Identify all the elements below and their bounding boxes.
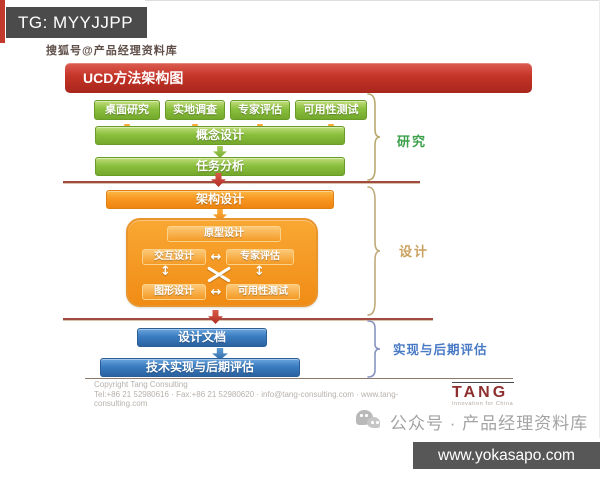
expert-evaluation-inner-box: 专家评估 (226, 249, 294, 265)
stage-label-implementation: 实现与后期评估 (393, 343, 488, 357)
research-brace-icon (366, 93, 382, 181)
tang-logo-text: TANG (452, 384, 509, 401)
vertical-double-arrow-icon: ↕ (254, 264, 265, 279)
concept-design-bar: 概念设计 (95, 126, 345, 145)
design-brace-icon (366, 186, 382, 316)
tang-logo-tagline: Innovation for China (452, 401, 514, 407)
expert-evaluation-box: 专家评估 (230, 100, 290, 120)
tg-watermark-banner: TG: MYYJJPP (6, 7, 148, 38)
field-survey-box: 实地调查 (165, 100, 225, 120)
copyright-line: consulting.com (94, 399, 148, 408)
site-url-banner: www.yokasapo.com (413, 442, 600, 469)
prototype-design-box: 原型设计 (167, 226, 281, 242)
tech-implementation-bar: 技术实现与后期评估 (100, 358, 300, 377)
desk-research-box: 桌面研究 (94, 100, 160, 120)
interaction-design-box: 交互设计 (142, 249, 206, 265)
footer-divider (85, 378, 513, 379)
design-document-bar: 设计文档 (137, 328, 267, 347)
souhu-credit: 搜狐号@产品经理资料库 (46, 45, 178, 57)
usability-test-box: 可用性测试 (295, 100, 367, 120)
photo-frame-top (145, 0, 600, 1)
tang-logo: TANG Innovation for China (452, 382, 522, 407)
diagram-title: UCD方法架构图 (65, 63, 532, 93)
red-accent-strip (0, 0, 5, 43)
graphic-design-box: 图形设计 (142, 284, 206, 300)
usability-test-inner-box: 可用性测试 (226, 284, 300, 300)
prototype-iteration-container: 原型设计 交互设计 专家评估 图形设计 可用性测试 ↔ ↔ ↕ ↕ (126, 218, 318, 307)
horizontal-double-arrow-icon: ↔ (210, 250, 222, 265)
copyright-line: Tel:+86 21 52980616 · Fax:+86 21 5298062… (94, 389, 399, 399)
copyright-line: Copyright Tang Consulting (94, 380, 188, 389)
wechat-account-label: 公众号 · 产品经理资料库 (390, 414, 589, 433)
down-arrow-icon (208, 310, 223, 324)
vertical-double-arrow-icon: ↕ (160, 264, 171, 279)
wechat-icon (356, 410, 383, 433)
tang-logo-rule (452, 382, 514, 383)
copyright-block: Copyright Tang Consulting Tel:+86 21 529… (94, 380, 424, 409)
stage-label-design: 设计 (399, 244, 430, 259)
wechat-account-row: 公众号 · 产品经理资料库 (356, 409, 588, 434)
architecture-design-bar: 架构设计 (106, 190, 334, 209)
cross-arrows-icon (204, 265, 234, 283)
stage-label-research: 研究 (397, 134, 428, 149)
stage-divider-design-implementation (63, 318, 433, 320)
horizontal-double-arrow-icon: ↔ (210, 285, 222, 300)
stage-divider-research-design (63, 181, 420, 183)
implementation-brace-icon (366, 320, 382, 378)
